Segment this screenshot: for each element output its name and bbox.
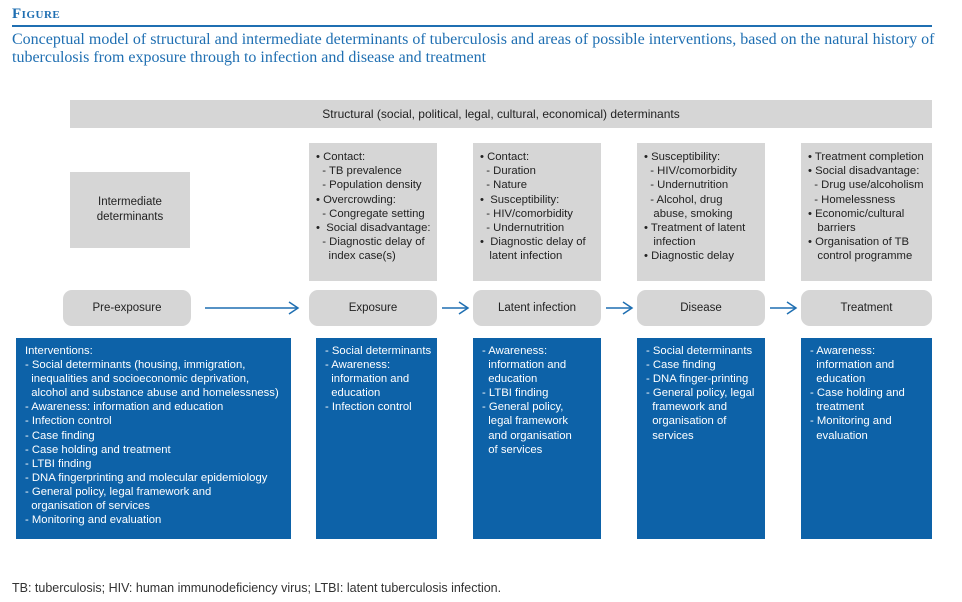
list-item: • Treatment completion (808, 151, 924, 163)
list-item: education (810, 373, 866, 386)
list-item: services (646, 429, 694, 442)
list-item: • Treatment of latent (644, 222, 746, 235)
figure-title: Conceptual model of structural and inter… (12, 31, 935, 66)
interventions-exposure: - Social determinants - Awareness: inform… (316, 338, 437, 539)
disease-determinants: • Susceptibility: - HIV/comorbidity - Un… (637, 143, 765, 281)
figure-label: Figure (12, 6, 61, 22)
intermediate-label-line-1: Intermediate (98, 196, 162, 208)
list-item: - Case holding and treatment (25, 443, 171, 456)
interventions-latent: - Awareness: information and education- … (473, 338, 601, 539)
intermediate-label-line-2: determinants (96, 211, 164, 223)
list-item: control programme (808, 250, 913, 263)
list-item: treatment (810, 401, 864, 414)
list-item: - Social determinants (646, 345, 753, 357)
list-item: - Case finding (25, 429, 95, 442)
list-item: - DNA finger-printing (646, 373, 749, 386)
list-item: of services (482, 443, 543, 456)
list-item: latent infection (480, 250, 563, 263)
arrow-pre-exposure-to-exposure (205, 301, 300, 315)
list-item: - Undernutrition (644, 179, 729, 192)
structural-determinants-bar: Structural (social, political, legal, cu… (70, 100, 932, 128)
list-item: - HIV/comorbidity (644, 165, 737, 178)
list-item: inequalities and socioeconomic deprivati… (25, 373, 250, 386)
stage-treatment: Treatment (801, 290, 932, 326)
list-item: - Monitoring and (810, 415, 892, 428)
footnote: TB: tuberculosis; HIV: human immunodefic… (12, 581, 502, 595)
list-item: - Drug use/alcoholism (808, 179, 924, 192)
list-item: abuse, smoking (644, 207, 733, 220)
list-item: - Awareness: (325, 359, 391, 372)
list-item: • Contact: (316, 151, 366, 163)
interventions-treatment: - Awareness: information and education- … (801, 338, 932, 539)
list-item: - DNA fingerprinting and molecular epide… (25, 471, 268, 484)
list-item: education (482, 373, 538, 386)
stage-pre-exposure: Pre-exposure (63, 290, 191, 326)
list-item: information and (482, 359, 567, 372)
list-item: framework and (646, 401, 727, 414)
interventions-pre-exposure: Interventions: - Social determinants (hou… (16, 338, 291, 539)
arrow-latent-to-disease (606, 301, 634, 315)
list-item: Interventions: (25, 345, 93, 357)
list-item: - General policy, (482, 401, 564, 414)
list-item: - Duration (480, 165, 536, 178)
list-item: - TB prevalence (316, 165, 402, 178)
list-item: barriers (808, 222, 856, 235)
list-item: • Diagnostic delay (644, 250, 734, 263)
list-item: • Social disadvantage: (316, 222, 431, 235)
list-item: - Congregate setting (316, 207, 425, 220)
intermediate-determinants-label: Intermediate determinants (70, 172, 190, 248)
list-item: - Infection control (25, 415, 112, 428)
list-item: - Diagnostic delay of (316, 236, 425, 249)
list-item: - Awareness: information and education (25, 401, 224, 414)
list-item: organisation of (646, 415, 727, 428)
treatment-determinants: • Treatment completion • Social disadvant… (801, 143, 932, 281)
list-item: - Awareness: (482, 345, 548, 357)
figure-rule (12, 25, 932, 27)
arrow-disease-to-treatment (770, 301, 798, 315)
list-item: • Contact: (480, 151, 530, 163)
list-item: - General policy, legal framework and (25, 485, 212, 498)
list-item: information and (325, 373, 410, 386)
list-item: - Social determinants (325, 345, 432, 357)
list-item: • Overcrowding: (316, 193, 396, 206)
list-item: information and (810, 359, 895, 372)
stage-disease: Disease (637, 290, 765, 326)
list-item: - LTBI finding (25, 457, 92, 470)
list-item: • Social disadvantage: (808, 165, 920, 178)
list-item: and organisation (482, 429, 572, 442)
stage-exposure: Exposure (309, 290, 437, 326)
list-item: - Nature (480, 179, 528, 192)
latent-determinants: • Contact: - Duration - Nature• Suscepti… (473, 143, 601, 281)
list-item: - Homelessness (808, 193, 896, 206)
list-item: - General policy, legal (646, 387, 755, 400)
list-item: - Undernutrition (480, 222, 565, 235)
list-item: - Case holding and (810, 387, 905, 400)
list-item: infection (644, 236, 696, 249)
stage-latent-infection: Latent infection (473, 290, 601, 326)
list-item: • Diagnostic delay of (480, 236, 586, 249)
list-item: - Case finding (646, 359, 716, 372)
list-item: evaluation (810, 429, 868, 442)
list-item: - Monitoring and evaluation (25, 514, 162, 527)
list-item: - LTBI finding (482, 387, 549, 400)
exposure-determinants: • Contact: - TB prevalence - Population … (309, 143, 437, 281)
list-item: • Organisation of TB (808, 236, 910, 249)
list-item: • Susceptibility: (480, 193, 560, 206)
list-item: - Alcohol, drug (644, 193, 723, 206)
list-item: organisation of services (25, 500, 150, 513)
list-item: alcohol and substance abuse and homeless… (25, 387, 279, 400)
list-item: index case(s) (316, 250, 396, 263)
list-item: legal framework (482, 415, 569, 428)
interventions-disease: - Social determinants - Case finding- DNA… (637, 338, 765, 539)
list-item: • Economic/cultural (808, 207, 905, 220)
list-item: - Infection control (325, 401, 412, 414)
list-item: education (325, 387, 381, 400)
arrow-exposure-to-latent (442, 301, 470, 315)
list-item: - Awareness: (810, 345, 876, 357)
list-item: - Population density (316, 179, 422, 192)
list-item: • Susceptibility: (644, 151, 721, 163)
list-item: - HIV/comorbidity (480, 207, 573, 220)
list-item: - Social determinants (housing, immigrat… (25, 359, 246, 372)
